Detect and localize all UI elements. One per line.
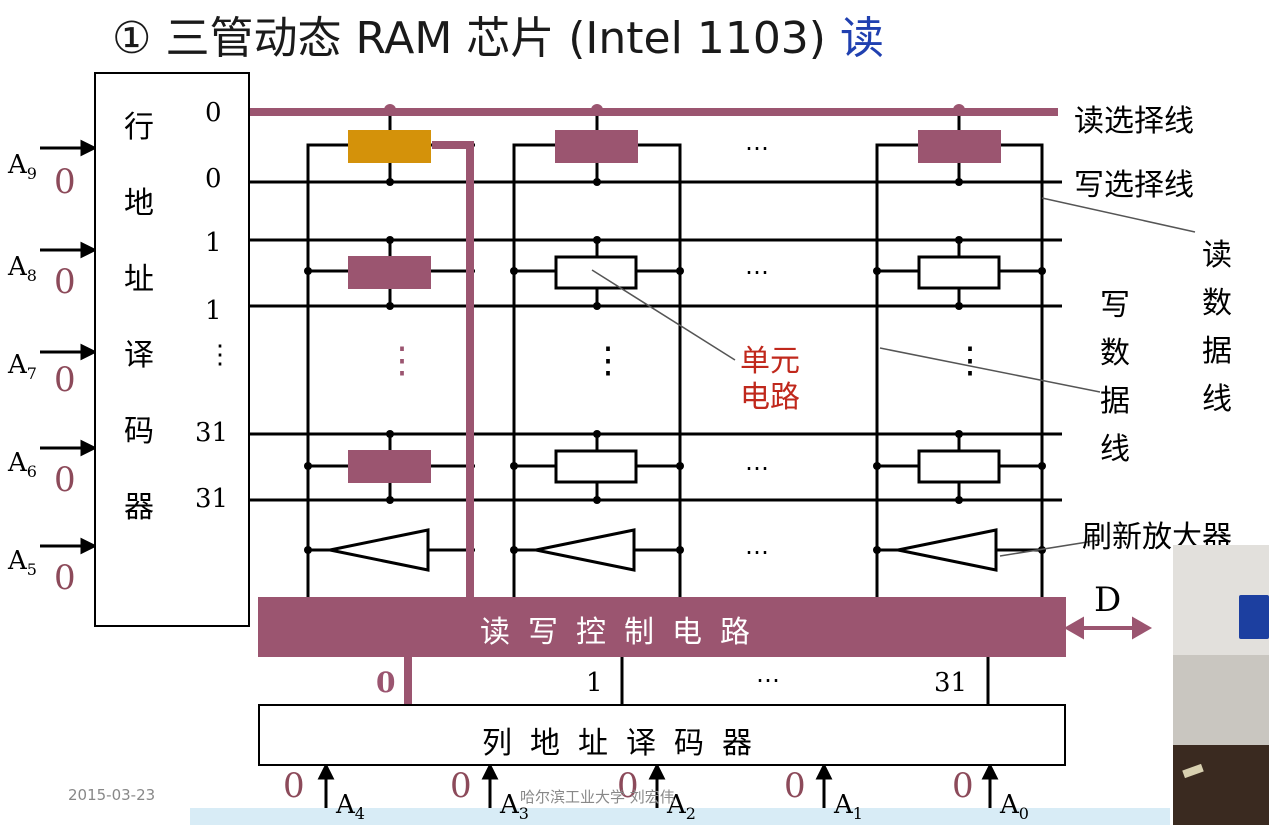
- row-decoder-char: 译: [124, 338, 154, 373]
- column-ellipsis: ⋯: [745, 258, 769, 286]
- col-address-input-a1: A1: [834, 790, 863, 824]
- column-ellipsis: ⋯: [745, 134, 769, 162]
- col-address-arrows: [317, 762, 999, 812]
- row-label: 1: [205, 296, 222, 326]
- row-label: 0: [205, 164, 222, 194]
- row-address-decoder: 行 地 址 译 码 器: [94, 72, 250, 627]
- col-address-value: 0: [617, 766, 639, 806]
- selected-cell: [348, 130, 431, 163]
- active-column-cell: [348, 450, 431, 483]
- data-port-arrow: [1063, 616, 1153, 640]
- row-decoder-char: 器: [124, 490, 154, 525]
- row-address-input-a9: A9: [8, 150, 37, 184]
- cell-circuit-label: 单元: [740, 344, 800, 379]
- row-address-value: 0: [54, 162, 76, 202]
- title-main: 三管动态 RAM 芯片 (Intel 1103): [165, 13, 826, 64]
- col-address-value: 0: [283, 766, 305, 806]
- junction-dots: [304, 178, 1046, 554]
- row-address-value: 0: [54, 558, 76, 598]
- col-label: 0: [376, 666, 396, 699]
- column-ellipsis: ⋯: [745, 538, 769, 566]
- footer-date: 2015-03-23: [68, 786, 156, 804]
- active-row-cell: [555, 130, 638, 163]
- column-ellipsis: ⋯: [745, 454, 769, 482]
- row-address-value: 0: [54, 262, 76, 302]
- row-label-vdots: ⋮: [207, 340, 233, 370]
- row-decoder-char: 码: [124, 414, 154, 449]
- refresh-amplifiers: [329, 528, 998, 572]
- col-decoder-label: 列地址译码器: [482, 726, 770, 761]
- pointer-lines: [591, 197, 1196, 557]
- row-address-input-a6: A6: [8, 448, 37, 482]
- title-highlight: 读: [839, 13, 884, 64]
- row-vdots: ⋮: [384, 340, 420, 381]
- row-decoder-char: 址: [124, 262, 154, 297]
- video-inset: [1173, 545, 1269, 825]
- row-address-arrows: [40, 139, 98, 555]
- col-address-input-a4: A4: [336, 790, 365, 824]
- row-label: 31: [195, 418, 229, 448]
- row-decoder-char: 行: [124, 110, 154, 145]
- row-vdots: ⋮: [590, 340, 626, 381]
- read-write-control-circuit: 读写控制电路: [258, 597, 1066, 657]
- cell: [554, 449, 638, 484]
- row-address-input-a8: A8: [8, 252, 37, 286]
- col-address-input-a0: A0: [1000, 790, 1029, 824]
- write-select-line-label: 写选择线: [1074, 168, 1194, 203]
- col-label: 1: [586, 668, 603, 698]
- row-address-input-a5: A5: [8, 546, 37, 580]
- data-port-label: D: [1094, 580, 1122, 620]
- row-address-input-a7: A7: [8, 350, 37, 384]
- footer-author: 哈尔滨工业大学 刘宏伟: [520, 788, 675, 806]
- col-label-ellipsis: ⋯: [756, 666, 780, 694]
- row-vdots: ⋮: [952, 340, 988, 381]
- cell: [917, 255, 1001, 290]
- col-address-value: 0: [784, 766, 806, 806]
- active-row-cell: [918, 130, 1001, 163]
- row-address-value: 0: [54, 460, 76, 500]
- row-label: 0: [205, 98, 222, 128]
- title-circle-number: ①: [112, 13, 152, 64]
- col-address-value: 0: [952, 766, 974, 806]
- col-address-input-a3: A3: [500, 790, 529, 824]
- cell: [917, 449, 1001, 484]
- cell-circuit-label: 电路: [740, 380, 800, 415]
- row-decoder-char: 地: [124, 186, 154, 221]
- active-read-data-line: [432, 141, 474, 600]
- row-label: 1: [205, 228, 222, 258]
- active-column-cell: [348, 256, 431, 289]
- col-label: 31: [934, 668, 968, 698]
- row-label: 31: [195, 484, 229, 514]
- read-select-line-label: 读选择线: [1074, 104, 1194, 139]
- col-address-input-a2: A2: [667, 790, 696, 824]
- row-address-value: 0: [54, 360, 76, 400]
- column-address-decoder: 列地址译码器: [258, 704, 1066, 766]
- slide-title: ① 三管动态 RAM 芯片 (Intel 1103) 读: [112, 2, 884, 66]
- col-address-value: 0: [450, 766, 472, 806]
- rw-control-label: 读写控制电路: [480, 615, 768, 650]
